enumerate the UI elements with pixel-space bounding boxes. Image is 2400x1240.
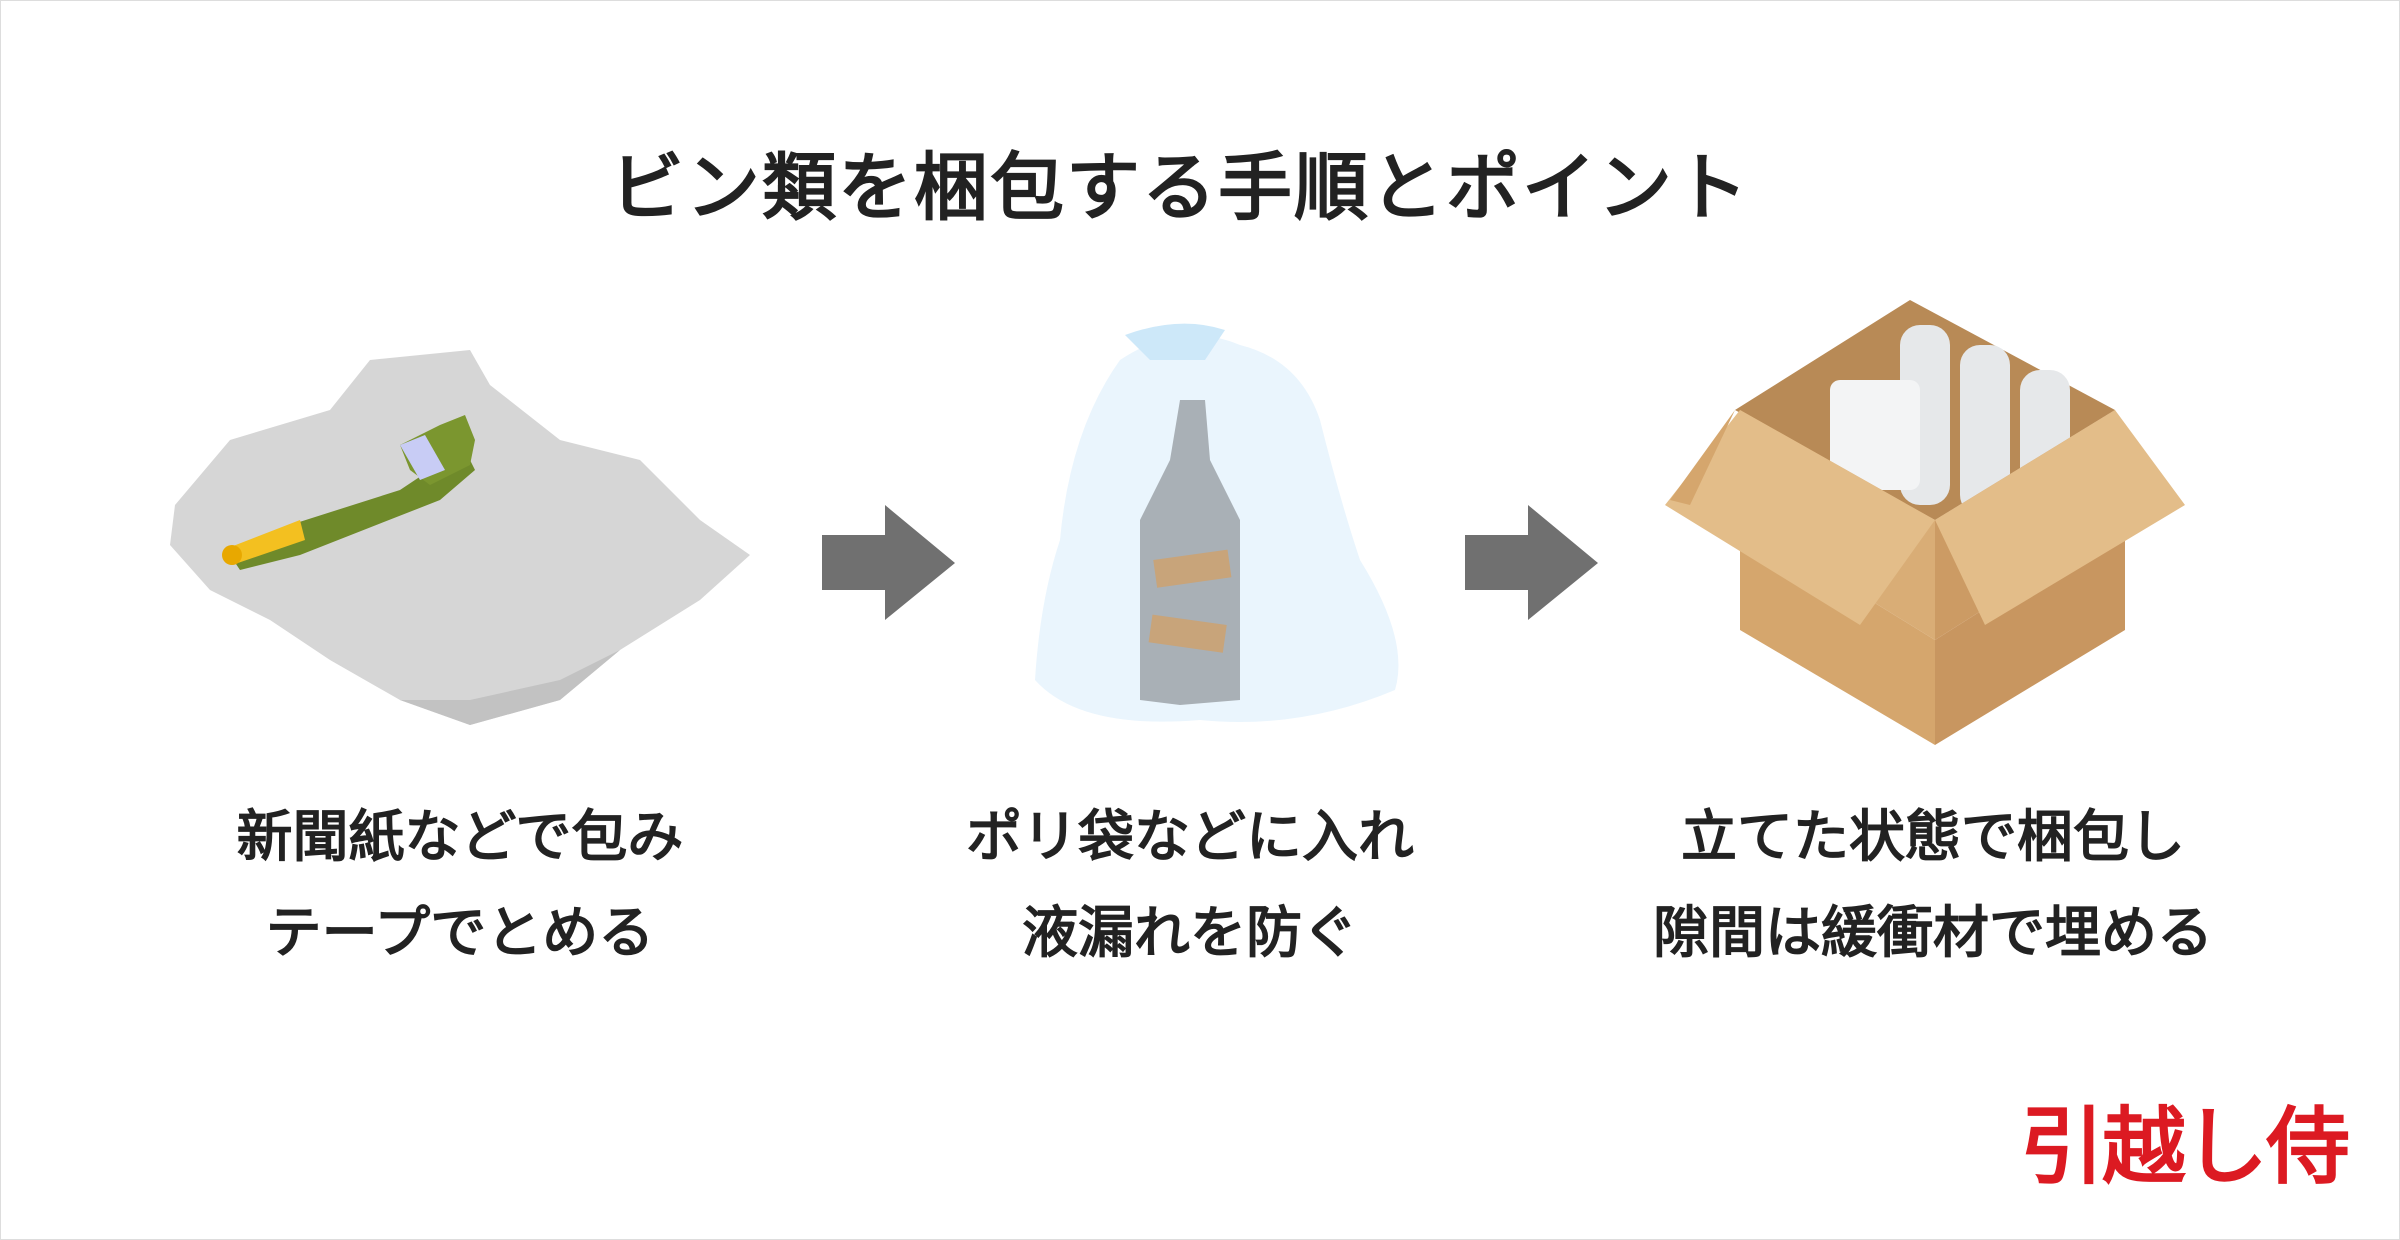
brand-logo: 引越し侍: [2020, 1098, 2350, 1196]
step-3-caption: 立てた状態で梱包し 隙間は緩衝材で埋める: [1583, 790, 2283, 982]
arrow-icon: [822, 505, 955, 620]
bottles-in-cardboard-box-icon: [1665, 300, 2185, 745]
arrow-icon: [1465, 505, 1598, 620]
caption-line: 立てた状態で梱包し: [1681, 805, 2185, 870]
caption-line: ポリ袋などに入れ: [966, 805, 1414, 870]
caption-line: 液漏れを防ぐ: [1022, 901, 1358, 966]
caption-line: テープでとめる: [265, 901, 655, 966]
bottle-in-plastic-bag-icon: [1035, 323, 1399, 722]
caption-line: 新聞紙などで包み: [236, 805, 684, 870]
step-2-caption: ポリ袋などに入れ 液漏れを防ぐ: [840, 790, 1540, 982]
caption-line: 隙間は緩衝材で埋める: [1653, 901, 2213, 966]
bottle-wrapped-in-newspaper-icon: [170, 350, 750, 725]
step-1-caption: 新聞紙などで包み テープでとめる: [110, 790, 810, 982]
page-title: ビン類を梱包する手順とポイント: [610, 145, 1750, 231]
